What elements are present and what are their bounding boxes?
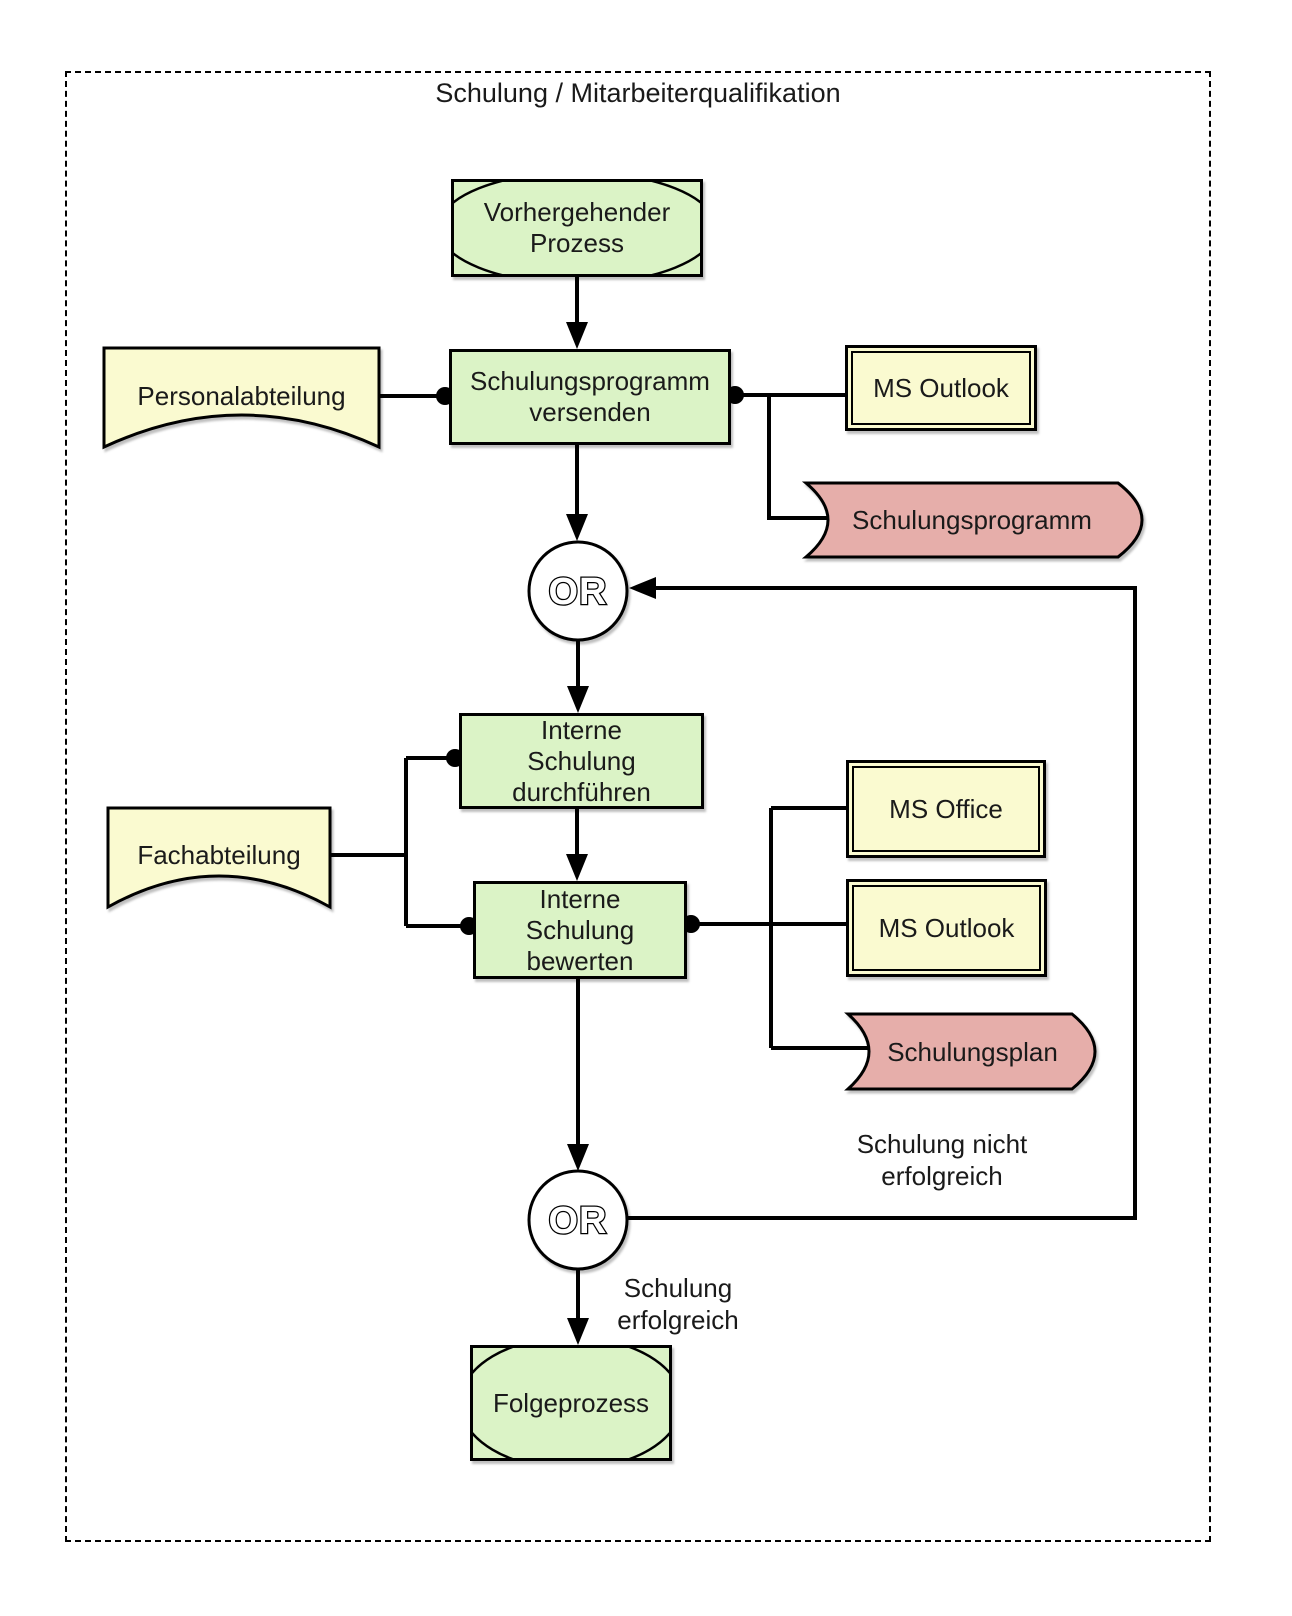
connector-or-2[interactable]: OR: [527, 1169, 629, 1271]
diagram-title: Schulung / Mitarbeiterqualifikation: [435, 78, 841, 108]
node-ms-office[interactable]: MS Office: [846, 760, 1046, 858]
or-label: OR: [549, 1200, 608, 1242]
node-conduct-training[interactable]: Interne Schulung durchführen: [459, 713, 704, 809]
diagram-frame: [65, 71, 1211, 1542]
double-border-inner: MS Outlook: [852, 885, 1041, 971]
node-evaluate-training-label: Interne Schulung bewerten: [525, 883, 635, 976]
double-border-inner: MS Office: [852, 766, 1040, 852]
or-circle: [527, 1169, 629, 1271]
edge-evaluate-branch-rail: [769, 806, 869, 1050]
edge-feedback-loop: [628, 586, 1137, 1220]
arrowhead-into-conduct: [567, 686, 589, 713]
edge-fachabteilung-branch: [330, 756, 473, 928]
node-schulungsprogramm-data[interactable]: [801, 481, 1144, 559]
node-fachabteilung-label: Fachabteilung: [137, 840, 301, 870]
arrowhead-into-folgeprozess: [567, 1318, 589, 1345]
node-send-program-label: Schulungsprogramm versenden: [470, 366, 710, 427]
node-folgeprozess[interactable]: Folgeprozess: [470, 1345, 672, 1461]
arrowhead-into-evaluate: [566, 854, 588, 881]
node-send-program[interactable]: Schulungsprogramm versenden: [449, 349, 731, 445]
arrowhead-into-or2: [567, 1144, 589, 1171]
node-schulungsplan-data[interactable]: [844, 1012, 1097, 1091]
node-schulungsprogramm-data-label: Schulungsprogramm: [852, 505, 1092, 535]
or-circle: [527, 540, 629, 642]
node-personalabteilung-label: Personalabteilung: [137, 381, 346, 411]
connector-or-1[interactable]: OR: [527, 540, 629, 642]
arrowhead-into-send: [566, 322, 588, 349]
node-previous-process-label: Vorhergehender Prozess: [483, 197, 671, 258]
node-personalabteilung[interactable]: [102, 346, 381, 450]
or-label: OR: [549, 571, 608, 613]
node-previous-process[interactable]: Vorhergehender Prozess: [451, 179, 703, 277]
node-fachabteilung[interactable]: [106, 806, 332, 910]
node-folgeprozess-label: Folgeprozess: [492, 1387, 650, 1418]
node-schulungsplan-data-label: Schulungsplan: [887, 1036, 1058, 1067]
node-ms-outlook-mid[interactable]: MS Outlook: [846, 879, 1047, 977]
edge-send-to-schulungsprogramm: [767, 395, 828, 520]
arrowhead-into-or1: [566, 514, 588, 541]
arrowhead-feedback-into-or1: [629, 577, 656, 599]
node-ms-office-label: MS Office: [889, 793, 1003, 824]
double-border-inner: MS Outlook: [851, 351, 1031, 425]
node-ms-outlook-top[interactable]: MS Outlook: [845, 345, 1037, 431]
edge-label-not-successful: Schulung nicht erfolgreich: [856, 1129, 1028, 1191]
node-ms-outlook-mid-label: MS Outlook: [878, 912, 1015, 943]
node-conduct-training-label: Interne Schulung durchführen: [512, 714, 651, 807]
node-ms-outlook-top-label: MS Outlook: [873, 372, 1009, 403]
edge-label-successful: Schulung erfolgreich: [617, 1273, 739, 1335]
node-evaluate-training[interactable]: Interne Schulung bewerten: [473, 881, 687, 979]
